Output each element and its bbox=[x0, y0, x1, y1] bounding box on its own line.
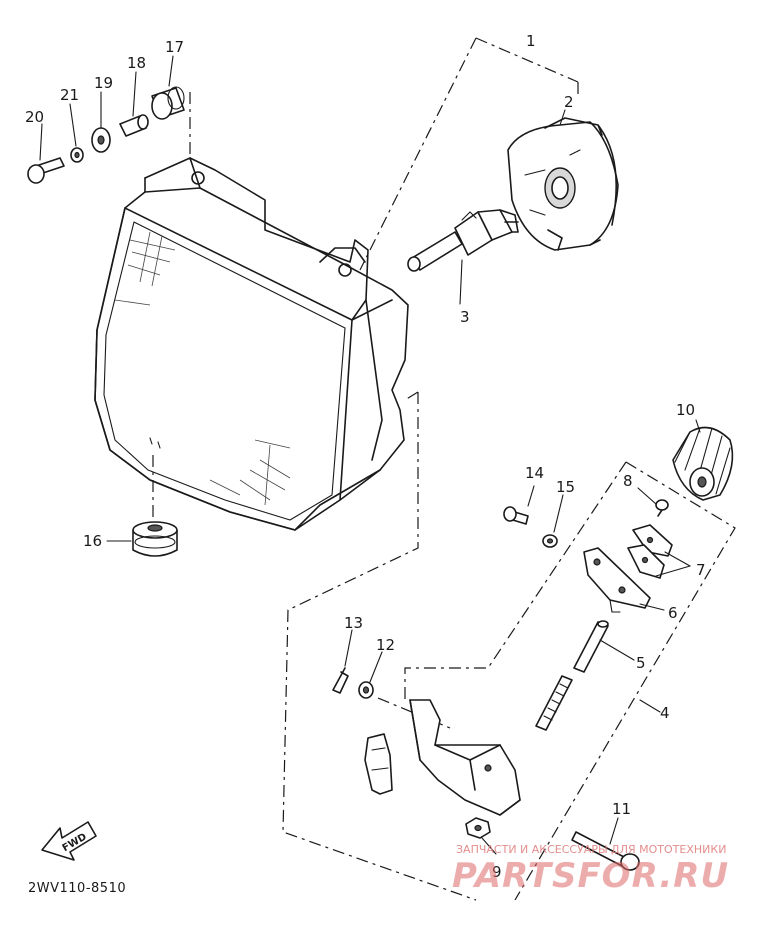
callout-11: 11 bbox=[612, 800, 631, 818]
drawing-code: 2WV110-8510 bbox=[28, 881, 126, 896]
callout-7: 7 bbox=[696, 561, 706, 579]
watermark-brand: PARTSFOR.RU bbox=[452, 856, 729, 896]
callout-4: 4 bbox=[660, 704, 670, 722]
watermark-tagline: ЗАПЧАСТИ И АКСЕССУАРЫ ДЛЯ МОТОТЕХНИКИ bbox=[456, 843, 726, 856]
grommet-part-16 bbox=[132, 521, 178, 557]
nut-part-12 bbox=[358, 681, 374, 699]
bulb-part-3 bbox=[407, 209, 519, 272]
callout-6: 6 bbox=[668, 604, 678, 622]
rod-part-5 bbox=[573, 620, 609, 673]
callout-21: 21 bbox=[60, 86, 79, 104]
callout-2: 2 bbox=[564, 93, 574, 111]
bracket-plate-part-6 bbox=[583, 547, 651, 613]
assembly-outline-4 bbox=[404, 461, 736, 901]
callout-19: 19 bbox=[94, 74, 113, 92]
adjuster-knob-part-10 bbox=[672, 426, 734, 501]
assembly-outline-1 bbox=[359, 37, 579, 271]
assembly-outline-lower bbox=[282, 391, 477, 901]
callout-10: 10 bbox=[676, 401, 695, 419]
callout-3: 3 bbox=[460, 308, 470, 326]
nut-part-9 bbox=[465, 817, 491, 839]
bolt-part-20 bbox=[27, 157, 65, 184]
nut-part-15 bbox=[542, 534, 558, 548]
mount-bracket bbox=[409, 699, 521, 816]
rubber-pad bbox=[364, 733, 393, 795]
callout-15: 15 bbox=[556, 478, 575, 496]
collar-part-18 bbox=[119, 114, 149, 137]
callout-16: 16 bbox=[83, 532, 102, 550]
grommet-part-17 bbox=[151, 86, 185, 120]
leader-lines bbox=[39, 55, 701, 855]
callout-labels: 1 2 3 4 5 6 7 8 9 10 11 12 13 14 15 16 1… bbox=[25, 32, 706, 881]
callout-9: 9 bbox=[492, 863, 502, 881]
callout-5: 5 bbox=[636, 654, 646, 672]
callout-20: 20 bbox=[25, 108, 44, 126]
clip-part-7 bbox=[627, 524, 673, 579]
callout-18: 18 bbox=[127, 54, 146, 72]
headlight-housing bbox=[94, 157, 409, 531]
forward-arrow-icon: FWD bbox=[41, 821, 97, 861]
socket-cover-part-2 bbox=[507, 117, 619, 251]
washer-part-21 bbox=[70, 147, 84, 163]
bolt-part-11 bbox=[571, 831, 640, 871]
callout-13: 13 bbox=[344, 614, 363, 632]
callout-8: 8 bbox=[623, 472, 633, 490]
bolt-part-14 bbox=[503, 506, 529, 525]
watermark: ЗАПЧАСТИ И АКСЕССУАРЫ ДЛЯ МОТОТЕХНИКИ PA… bbox=[452, 843, 729, 896]
screw-part-8 bbox=[655, 499, 669, 517]
callout-14: 14 bbox=[525, 464, 544, 482]
callout-17: 17 bbox=[165, 38, 184, 56]
threaded-screw bbox=[535, 675, 573, 731]
callout-12: 12 bbox=[376, 636, 395, 654]
callout-1: 1 bbox=[526, 32, 536, 50]
pin-part-13 bbox=[332, 667, 349, 694]
washer-part-19 bbox=[91, 127, 111, 153]
